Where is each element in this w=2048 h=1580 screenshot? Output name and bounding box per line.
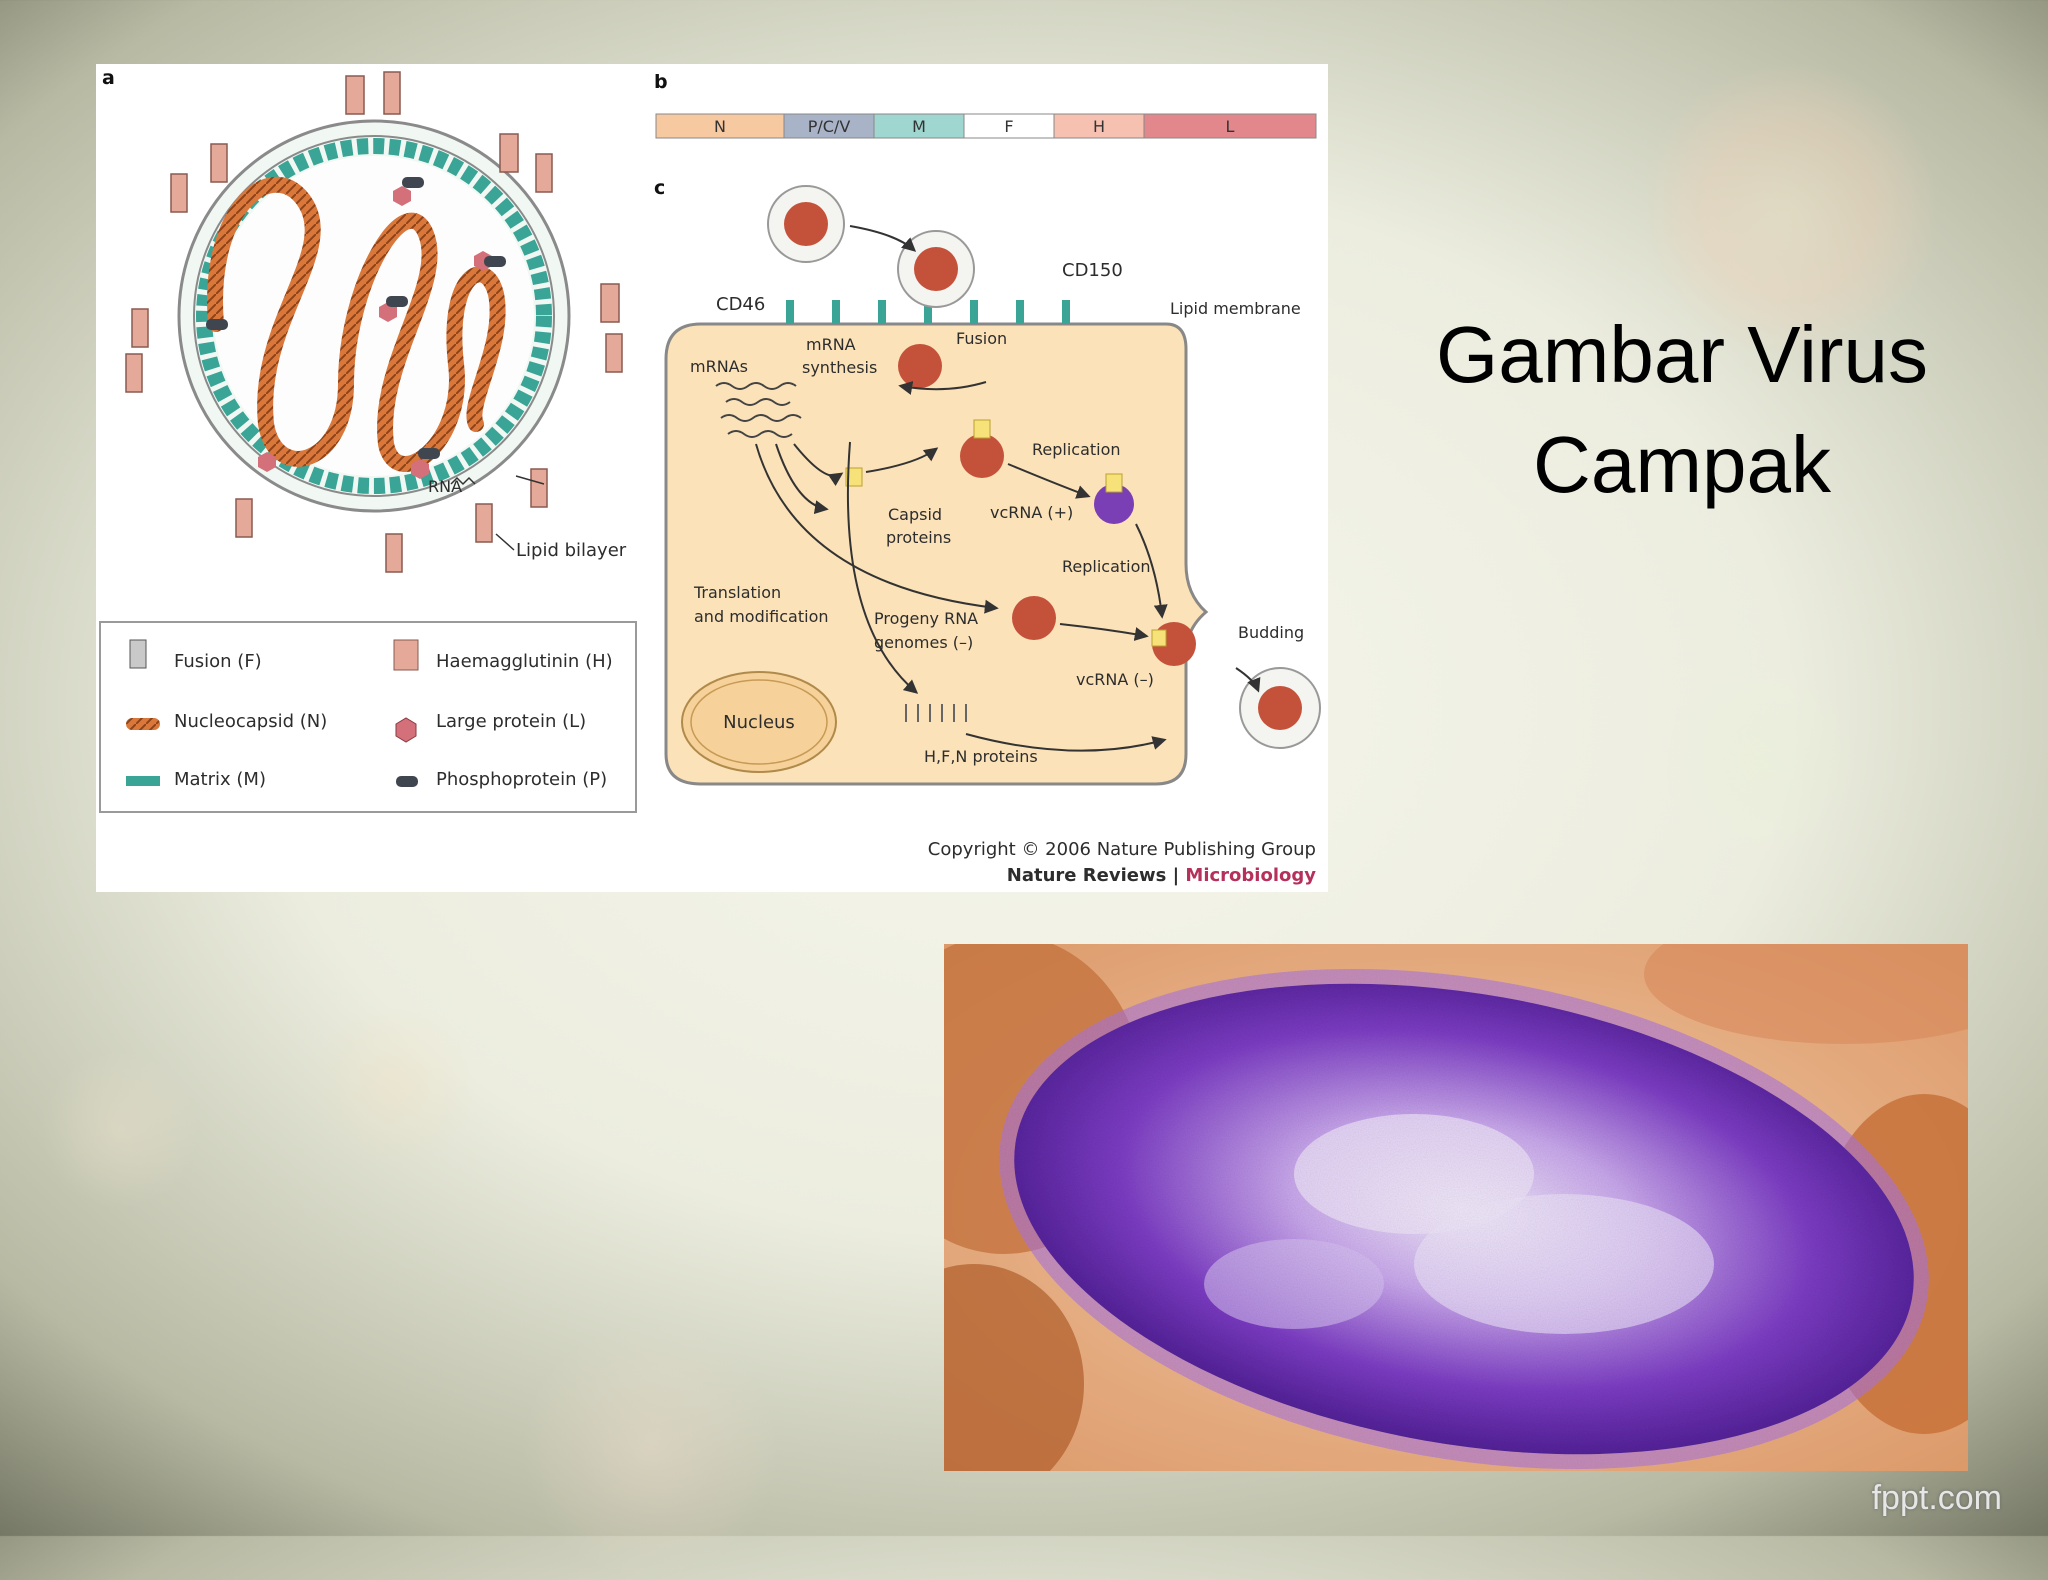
slide-title-line2: Campak bbox=[1533, 420, 1831, 509]
nucleocapsid-icon bbox=[960, 434, 1004, 478]
panel-c-letter: c bbox=[654, 177, 665, 199]
hfn-proteins-label: H,F,N proteins bbox=[924, 747, 1038, 766]
legend-haemagglutinin: Haemagglutinin (H) bbox=[436, 651, 613, 672]
capsid-proteins-label-1: Capsid bbox=[888, 505, 942, 524]
gene-l: L bbox=[1226, 117, 1235, 136]
vcrna-positive-icon bbox=[1094, 484, 1134, 524]
panel-a-letter: a bbox=[102, 67, 115, 89]
copyright-text: Copyright © 2006 Nature Publishing Group bbox=[928, 839, 1316, 860]
slide-title: Gambar Virus Campak bbox=[1372, 300, 1992, 520]
nucleocapsid-released-icon bbox=[898, 344, 942, 388]
virion-cross-section bbox=[177, 119, 571, 513]
electron-micrograph bbox=[944, 944, 1968, 1471]
nucleocapsid-coil bbox=[207, 176, 506, 472]
legend-matrix: Matrix (M) bbox=[174, 769, 266, 790]
gene-pcv: P/C/V bbox=[808, 117, 851, 136]
surface-glycoproteins bbox=[125, 71, 623, 573]
capsid-protein-icon bbox=[845, 467, 863, 487]
host-cell bbox=[664, 322, 1209, 786]
background-rosette bbox=[310, 1000, 480, 1170]
translation-label-2: and modification bbox=[694, 607, 829, 626]
nucleocapsid-icon bbox=[126, 718, 160, 730]
progeny-label-1: Progeny RNA bbox=[874, 609, 978, 628]
cd46-label: CD46 bbox=[716, 294, 765, 315]
legend-nucleocapsid: Nucleocapsid (N) bbox=[174, 711, 327, 732]
journal-name: Nature Reviews bbox=[1007, 865, 1167, 886]
nucleus-label: Nucleus bbox=[723, 712, 795, 733]
journal-credit: Nature Reviews | Microbiology bbox=[1007, 865, 1316, 886]
phosphoprotein-legend-icon bbox=[396, 776, 418, 787]
fusion-icon bbox=[129, 639, 147, 669]
cd150-label: CD150 bbox=[1062, 260, 1123, 281]
hfn-proteins bbox=[905, 704, 967, 722]
capsid-proteins-label-2: proteins bbox=[886, 528, 951, 547]
mrna-synthesis-label-1: mRNA bbox=[806, 335, 856, 354]
gene-m: M bbox=[912, 117, 926, 136]
matrix-icon bbox=[126, 776, 160, 786]
gene-f: F bbox=[1004, 117, 1013, 136]
slide-title-line1: Gambar Virus bbox=[1435, 310, 1929, 399]
phosphoprotein-icon bbox=[386, 296, 408, 307]
panel-b-letter: b bbox=[654, 71, 668, 93]
vcrna-negative-label: vcRNA (–) bbox=[1076, 670, 1154, 689]
fusion-label: Fusion bbox=[956, 329, 1007, 348]
phosphoprotein-icon bbox=[402, 177, 424, 188]
gene-n: N bbox=[714, 117, 726, 136]
gene-h: H bbox=[1093, 117, 1105, 136]
large-protein-icon bbox=[258, 452, 276, 472]
journal-separator: | bbox=[1166, 865, 1185, 886]
phosphoprotein-icon bbox=[418, 448, 440, 459]
measles-virion-micrograph bbox=[999, 968, 1929, 1470]
progeny-genome-icon bbox=[1012, 596, 1056, 640]
lipid-bilayer-label: Lipid bilayer bbox=[516, 540, 627, 561]
background-rosette bbox=[40, 1050, 200, 1210]
mrna-synthesis-label-2: synthesis bbox=[802, 358, 877, 377]
watermark: fppt.com bbox=[1871, 1479, 2002, 1517]
large-protein-legend-icon bbox=[395, 717, 417, 743]
background-rosette bbox=[1640, 60, 1940, 360]
genome-map: N P/C/V M F H L bbox=[655, 113, 1317, 139]
virion-icon bbox=[897, 230, 975, 308]
legend-phosphoprotein: Phosphoprotein (P) bbox=[436, 769, 607, 790]
measles-virus-diagram: a RNA Lipid bilayer Fusion bbox=[96, 64, 1328, 892]
replication-label-2: Replication bbox=[1062, 557, 1151, 576]
legend-large-protein: Large protein (L) bbox=[436, 711, 586, 732]
phosphoprotein-icon bbox=[484, 256, 506, 267]
receptors bbox=[786, 300, 1070, 324]
haemagglutinin-icon bbox=[393, 639, 419, 671]
phosphoprotein-icon bbox=[206, 319, 228, 330]
vcrna-positive-label: vcRNA (+) bbox=[990, 503, 1073, 522]
mrnas-label: mRNAs bbox=[690, 357, 748, 376]
rna-label: RNA bbox=[428, 477, 462, 496]
large-protein-icon bbox=[393, 186, 411, 206]
background-rosette bbox=[520, 1320, 780, 1580]
progeny-label-2: genomes (–) bbox=[874, 633, 973, 652]
nucleus bbox=[681, 671, 837, 773]
journal-section: Microbiology bbox=[1185, 865, 1316, 886]
virion-icon bbox=[767, 185, 845, 263]
legend-fusion: Fusion (F) bbox=[174, 651, 262, 672]
budding-label: Budding bbox=[1238, 623, 1304, 642]
lipid-membrane-label: Lipid membrane bbox=[1170, 299, 1301, 318]
replication-label-1: Replication bbox=[1032, 440, 1121, 459]
legend: Fusion (F) Haemagglutinin (H) Nucleocaps… bbox=[99, 621, 637, 813]
background-rosette bbox=[1660, 660, 1860, 860]
mrna-strands bbox=[715, 382, 802, 438]
translation-label-1: Translation bbox=[693, 583, 781, 602]
large-protein-icon bbox=[411, 459, 429, 479]
